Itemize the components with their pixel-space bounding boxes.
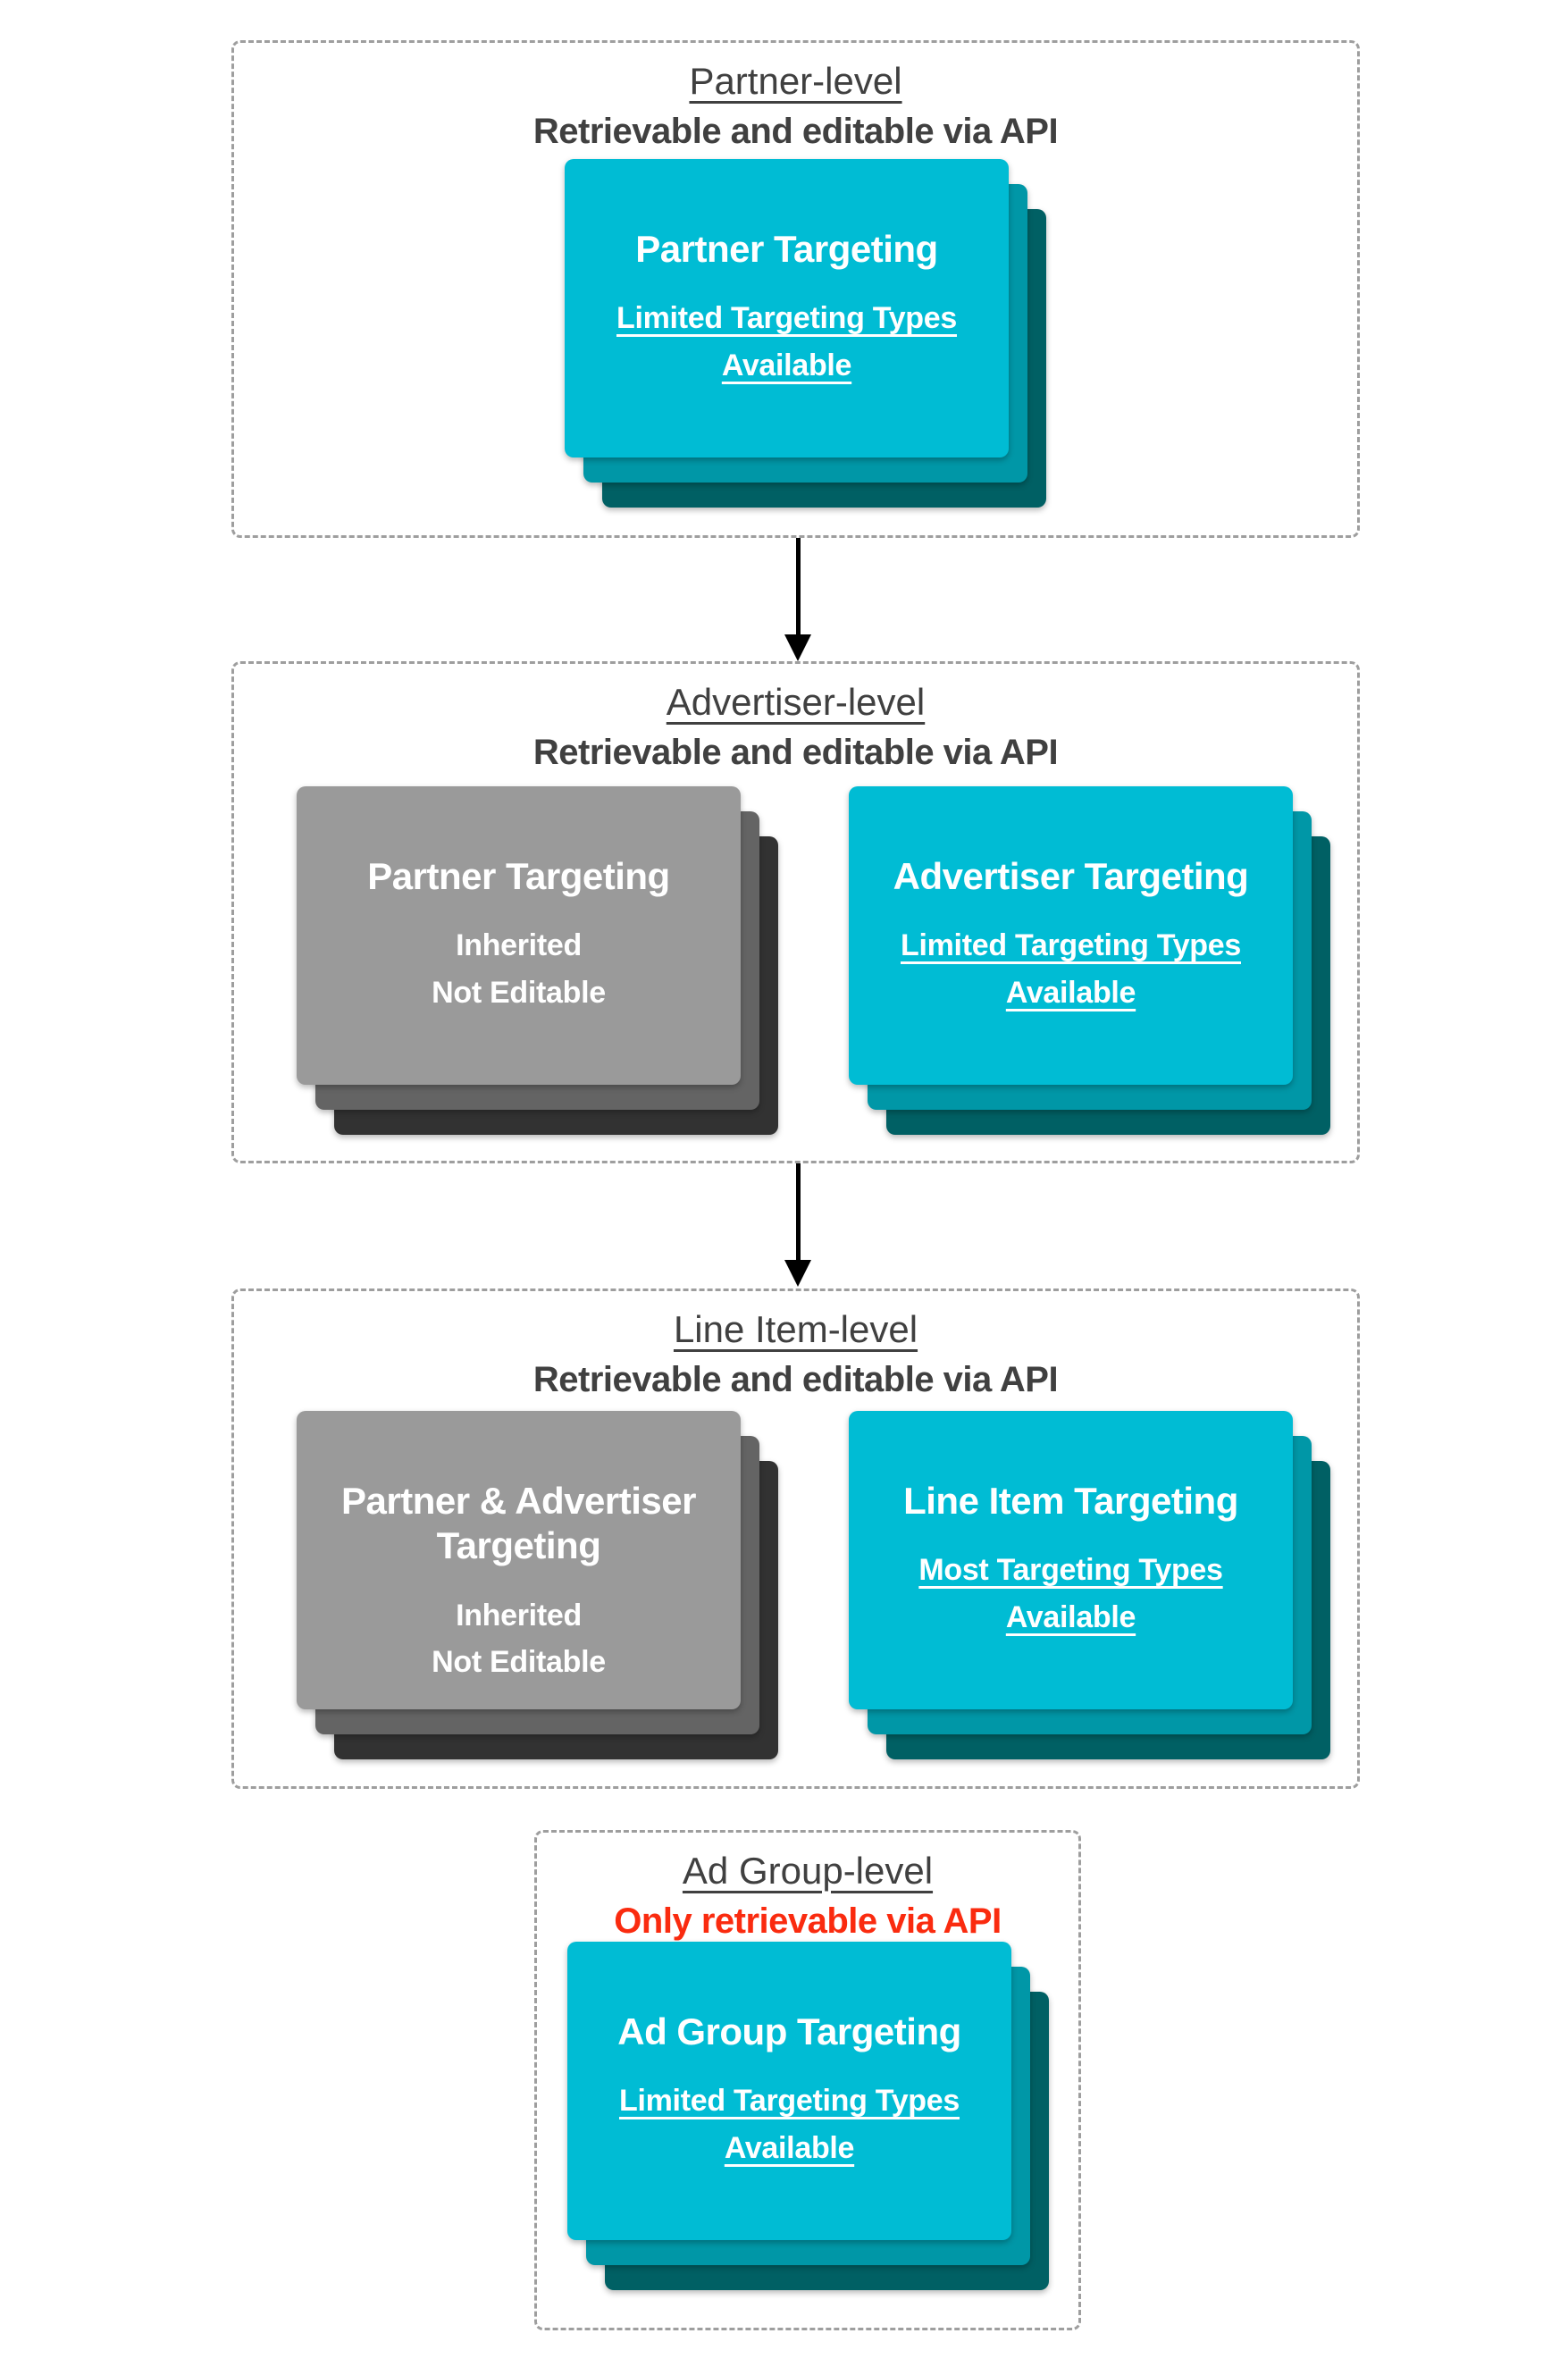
card-body: Inherited Not Editable <box>432 922 606 1016</box>
card-body: Limited Targeting Types Available <box>616 295 957 389</box>
section-title: Advertiser-level <box>666 681 926 723</box>
section-subtitle: Retrievable and editable via API <box>532 112 1059 152</box>
card-stack-advertiser-targeting: Advertiser Targeting Limited Targeting T… <box>849 786 1330 1135</box>
card-front: Partner Targeting Limited Targeting Type… <box>565 159 1009 457</box>
flow-arrow-advertiser-to-line-item <box>784 1163 811 1287</box>
card-front: Partner & Advertiser Targeting Inherited… <box>297 1411 741 1709</box>
card-title: Partner & Advertiser Targeting <box>341 1480 696 1567</box>
card-body-line: Available <box>724 2131 855 2166</box>
card-stack-inherited-partner-advertiser-targeting: Partner & Advertiser Targeting Inherited… <box>297 1411 778 1759</box>
card-front: Ad Group Targeting Limited Targeting Typ… <box>567 1942 1011 2240</box>
card-title: Advertiser Targeting <box>893 855 1249 897</box>
card-front: Advertiser Targeting Limited Targeting T… <box>849 786 1293 1085</box>
card-body: Inherited Not Editable <box>432 1592 606 1686</box>
flow-arrow-partner-to-advertiser <box>784 538 811 661</box>
section-subtitle: Only retrievable via API <box>614 1901 1002 1942</box>
card-stack-ad-group-targeting: Ad Group Targeting Limited Targeting Typ… <box>567 1942 1049 2290</box>
card-front: Partner Targeting Inherited Not Editable <box>297 786 741 1085</box>
card-body-line: Limited Targeting Types <box>901 928 1241 963</box>
card-body-line: Available <box>1005 1600 1136 1635</box>
card-body-line: Inherited <box>456 1598 582 1633</box>
arrow-down-icon <box>784 1260 811 1287</box>
card-title: Partner Targeting <box>367 855 670 897</box>
card-body-line: Inherited <box>456 928 582 963</box>
card-front: Line Item Targeting Most Targeting Types… <box>849 1411 1293 1709</box>
card-title: Partner Targeting <box>635 228 938 270</box>
card-body: Limited Targeting Types Available <box>619 2077 960 2171</box>
card-body-line: Not Editable <box>432 1645 606 1680</box>
card-body-line: Limited Targeting Types <box>616 301 957 336</box>
card-stack-line-item-targeting: Line Item Targeting Most Targeting Types… <box>849 1411 1330 1759</box>
card-body: Most Targeting Types Available <box>918 1547 1223 1641</box>
section-title: Ad Group-level <box>682 1850 934 1892</box>
card-body-line: Available <box>721 348 852 383</box>
card-body: Limited Targeting Types Available <box>901 922 1241 1016</box>
section-title: Partner-level <box>689 60 902 102</box>
section-ad-group-level: Ad Group-level Only retrievable via API … <box>534 1830 1081 2330</box>
section-subtitle: Retrievable and editable via API <box>532 733 1059 773</box>
section-title: Line Item-level <box>673 1308 918 1350</box>
arrow-line <box>795 1163 801 1260</box>
card-stack-partner-targeting: Partner Targeting Limited Targeting Type… <box>565 159 1046 508</box>
section-advertiser-level: Advertiser-level Retrievable and editabl… <box>231 661 1360 1163</box>
section-line-item-level: Line Item-level Retrievable and editable… <box>231 1288 1360 1789</box>
arrow-line <box>795 538 801 634</box>
section-partner-level: Partner-level Retrievable and editable v… <box>231 40 1360 538</box>
card-body-line: Most Targeting Types <box>918 1553 1223 1588</box>
card-body-line: Available <box>1005 976 1136 1011</box>
card-body-line: Not Editable <box>432 976 606 1011</box>
card-stack-inherited-partner-targeting: Partner Targeting Inherited Not Editable <box>297 786 778 1135</box>
section-subtitle: Retrievable and editable via API <box>532 1360 1059 1400</box>
card-title: Line Item Targeting <box>903 1480 1238 1522</box>
card-title: Ad Group Targeting <box>617 2010 961 2052</box>
card-body-line: Limited Targeting Types <box>619 2084 960 2119</box>
arrow-down-icon <box>784 634 811 661</box>
